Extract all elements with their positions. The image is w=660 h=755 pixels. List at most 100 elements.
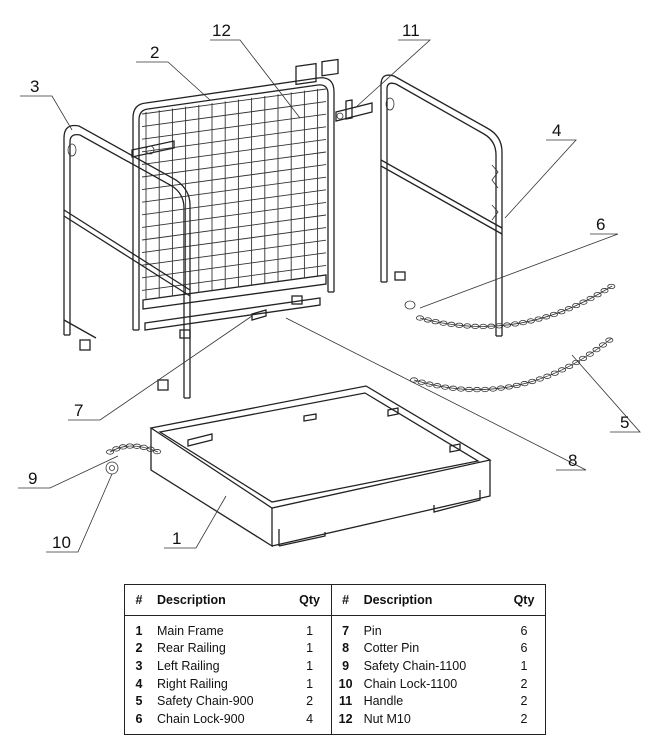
pin-part	[251, 309, 267, 321]
chain-link	[579, 299, 588, 305]
header-number-1: #	[124, 584, 153, 616]
right-railing	[380, 74, 503, 337]
chain-link	[471, 323, 480, 329]
chain-link	[607, 283, 616, 290]
header-description-2: Description	[359, 584, 503, 616]
chain-link	[520, 381, 529, 387]
callout-3: 3	[30, 77, 39, 96]
parts-list-table: # Description Qty # Description Qty 1 Mai…	[124, 584, 546, 735]
chain-link	[579, 355, 588, 362]
callout-2: 2	[150, 43, 159, 62]
item-number: 8	[330, 639, 360, 658]
mesh-grid	[141, 88, 327, 300]
chain-link	[535, 376, 544, 382]
callout-7: 7	[74, 401, 83, 420]
chain-link	[431, 319, 440, 325]
chain-link	[598, 342, 607, 348]
callout-4: 4	[552, 121, 561, 140]
chain-link	[423, 317, 432, 323]
rear-railing	[132, 58, 339, 339]
item-number: 10	[330, 674, 360, 693]
callout-9: 9	[28, 469, 37, 488]
item-number: 7	[330, 615, 360, 640]
chain-link	[487, 323, 496, 329]
header-description-1: Description	[153, 584, 289, 616]
chain-link	[534, 316, 543, 322]
chain-link	[463, 323, 472, 329]
chain-link	[593, 292, 602, 298]
chain-link	[605, 337, 614, 343]
item-qty: 1	[306, 676, 314, 691]
callout-1: 1	[172, 529, 181, 548]
item-description: Pin	[363, 623, 382, 638]
item-number: 12	[330, 709, 360, 735]
chain-link	[495, 323, 504, 329]
chain-link	[565, 363, 574, 369]
chain-link	[592, 347, 601, 353]
handle-part	[131, 99, 373, 158]
left-railing	[63, 124, 191, 399]
chain-link	[489, 386, 498, 392]
table-header-row: # Description Qty # Description Qty	[124, 584, 546, 616]
item-number: 1	[135, 623, 143, 638]
item-number: 3	[135, 658, 143, 673]
callout-12: 12	[212, 21, 231, 40]
item-description: Nut M10	[363, 711, 411, 726]
item-description: Right Railing	[157, 676, 228, 691]
chain-link	[153, 449, 162, 455]
callout-11: 11	[402, 21, 420, 40]
chain-link	[550, 370, 559, 376]
item-qty: 2	[520, 711, 528, 726]
item-qty: 6	[520, 623, 528, 638]
item-qty: 2	[520, 694, 528, 709]
chain-link	[447, 321, 456, 327]
chain-link	[409, 377, 418, 383]
chain-link	[564, 306, 573, 312]
chain-link	[496, 385, 505, 391]
item-description: Handle	[363, 694, 404, 709]
callout-10: 10	[52, 533, 71, 552]
item-number: 4	[135, 676, 143, 691]
chain-link	[543, 373, 552, 379]
item-description: Rear Railing	[157, 641, 226, 656]
chain-link	[586, 295, 595, 302]
chain-links	[106, 283, 616, 455]
chain-link	[585, 351, 594, 357]
item-description: Safety Chain-900	[157, 694, 254, 709]
header-number-2: #	[330, 584, 360, 616]
item-number: 9	[330, 657, 360, 675]
safety-chain-1100	[109, 445, 159, 453]
chain-link	[503, 322, 512, 328]
chain-link	[528, 378, 537, 385]
item-description: Main Frame	[157, 623, 224, 638]
item-qty: 6	[520, 641, 528, 656]
exploded-assembly-diagram: 2 12 11 3 4 6 5 7 8 9 10 1	[18, 21, 641, 553]
chain-link	[449, 385, 458, 391]
chain-link	[473, 387, 482, 393]
chain-link	[415, 315, 424, 321]
safety-chain-900	[413, 337, 613, 390]
leader-lines	[18, 39, 641, 553]
callout-6: 6	[596, 215, 605, 234]
chain-link	[439, 320, 448, 326]
item-description: Left Railing	[157, 658, 220, 673]
item-number: 11	[330, 692, 360, 710]
item-description: Chain Lock-900	[157, 711, 245, 726]
chain-link	[557, 309, 566, 315]
item-qty: 2	[306, 694, 314, 709]
item-description: Cotter Pin	[363, 641, 420, 656]
chain-link	[549, 311, 558, 318]
chain-link	[106, 449, 115, 455]
chain-link	[512, 382, 521, 389]
item-qty: 1	[306, 641, 314, 656]
item-description: Safety Chain-1100	[363, 658, 467, 673]
callout-8: 8	[568, 451, 577, 470]
callout-5: 5	[620, 413, 629, 432]
chain-link	[526, 318, 535, 324]
chain-link	[600, 288, 609, 294]
